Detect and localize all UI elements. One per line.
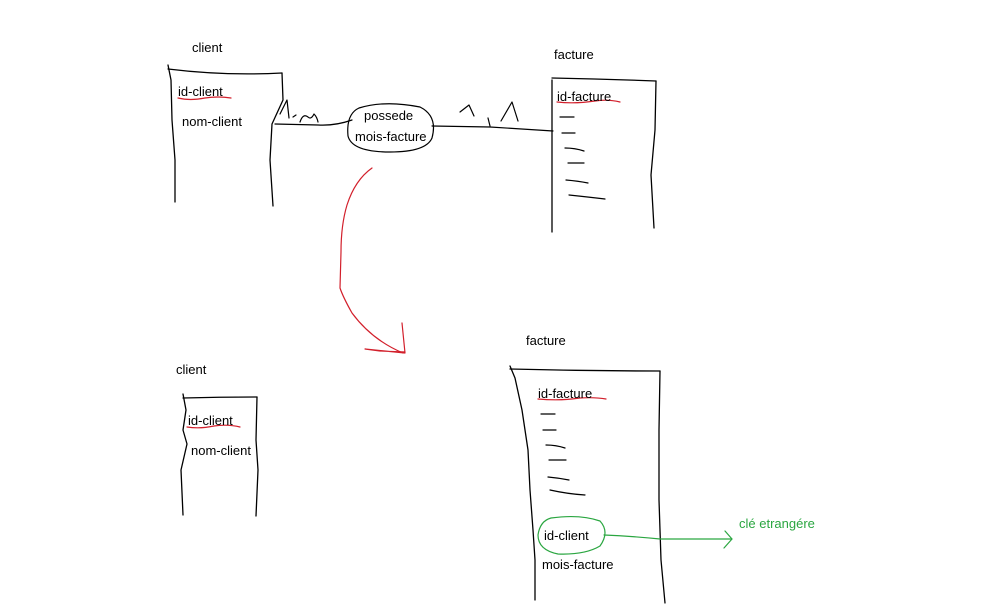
facture-entity-before-top-edge: [551, 77, 657, 82]
relation-possede-ellipse: [347, 103, 435, 153]
transformation-arrow-shaft: [339, 167, 404, 354]
relation-line-client-possede: [274, 119, 353, 126]
client-entity-after-top-edge: [182, 396, 258, 399]
client-before-title: client: [192, 40, 223, 55]
relation-attribute: mois-facture: [355, 129, 427, 144]
client-before-primary-key-underline: [177, 96, 232, 101]
facture-after-field-dashes: [540, 413, 586, 496]
facture-before-field-dashes: [559, 116, 606, 200]
client-after-field-id-client: id-client: [188, 413, 233, 428]
transformation-arrow-head: [364, 322, 406, 354]
client-entity-after-right-edge: [255, 396, 259, 517]
facture-entity-after: [509, 365, 666, 604]
facture-before-field-id-facture: id-facture: [557, 89, 612, 104]
client-before-field-id-client: id-client: [178, 84, 223, 99]
facture-after-title: facture: [526, 333, 566, 348]
client-entity-before-top-edge: [167, 68, 283, 75]
facture-before-title: facture: [554, 47, 594, 62]
foreign-key-arrow: [603, 530, 733, 549]
foreign-key-note: clé etrangére: [739, 516, 815, 531]
facture-after-field-id-facture: id-facture: [538, 386, 593, 401]
client-after-title: client: [176, 362, 207, 377]
facture-after-field-id-client: id-client: [544, 528, 589, 543]
client-before-field-nom-client: nom-client: [182, 114, 242, 129]
facture-after-primary-key-underline: [537, 397, 607, 401]
client-entity-before-left-edge: [167, 64, 176, 203]
client-entity-after-left-edge: [180, 393, 188, 516]
facture-entity-after-right-edge: [658, 370, 666, 604]
cardinality-11-marks: [459, 101, 519, 127]
facture-entity-after-left-edge: [509, 365, 536, 601]
transformation-arrow: [339, 167, 406, 354]
client-entity-after: [180, 393, 259, 517]
facture-before-primary-key-underline: [556, 99, 621, 104]
foreign-key-ellipse: [537, 515, 606, 555]
foreign-key-arrow-shaft: [603, 534, 733, 540]
client-after-primary-key-underline: [186, 424, 241, 429]
foreign-key-arrow-head: [723, 530, 733, 549]
facture-entity-before: [551, 77, 657, 233]
cardinality-1n-marks: [279, 99, 319, 123]
client-entity-before: [167, 64, 284, 207]
client-after-field-nom-client: nom-client: [191, 443, 251, 458]
client-entity-before-right-edge: [269, 72, 284, 207]
facture-after-field-mois-facture: mois-facture: [542, 557, 614, 572]
facture-entity-after-top-edge: [509, 368, 661, 372]
facture-entity-before-right-edge: [650, 80, 657, 229]
relation-name: possede: [364, 108, 414, 123]
relation-line-possede-facture: [431, 125, 554, 132]
